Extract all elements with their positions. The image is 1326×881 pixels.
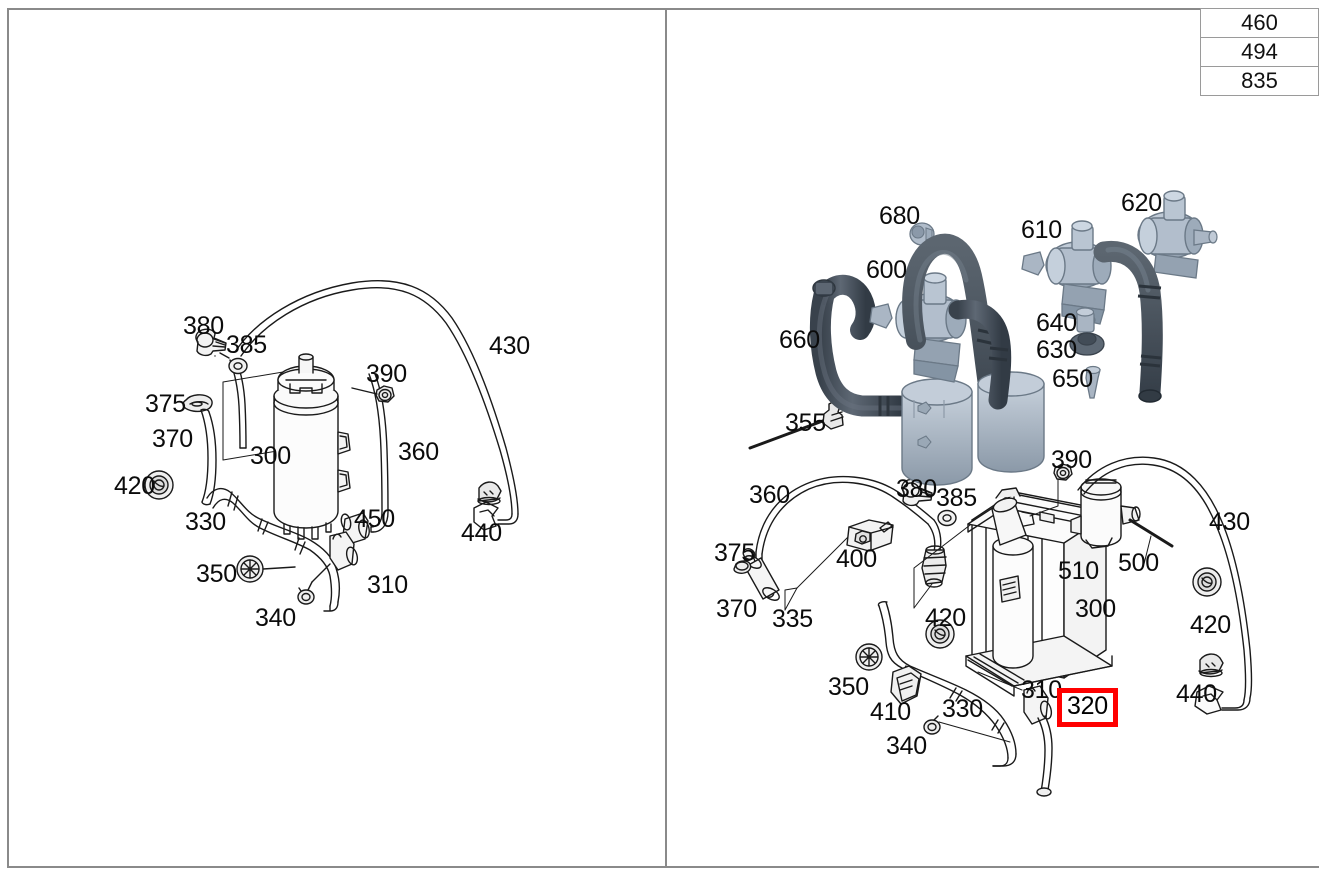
callout-350: 350 — [828, 673, 869, 701]
callout-385: 385 — [226, 331, 267, 359]
callout-610: 610 — [1021, 216, 1062, 244]
callout-440: 440 — [461, 519, 502, 547]
callout-420: 420 — [1190, 611, 1231, 639]
code-row: 835 — [1201, 67, 1318, 96]
callout-360: 360 — [398, 438, 439, 466]
callout-390: 390 — [366, 360, 407, 388]
variant-code-table: 460 494 835 — [1200, 8, 1319, 96]
callout-600: 600 — [866, 256, 907, 284]
callout-380: 380 — [896, 475, 937, 503]
callout-380: 380 — [183, 312, 224, 340]
code-row: 494 — [1201, 38, 1318, 67]
callout-310: 310 — [367, 571, 408, 599]
callout-400: 400 — [836, 545, 877, 573]
code-row: 460 — [1201, 9, 1318, 38]
callout-660: 660 — [779, 326, 820, 354]
callout-450: 450 — [354, 505, 395, 533]
callout-370: 370 — [152, 425, 193, 453]
callout-630: 630 — [1036, 336, 1077, 364]
callout-640: 640 — [1036, 309, 1077, 337]
callout-350: 350 — [196, 560, 237, 588]
callout-370: 370 — [716, 595, 757, 623]
callout-385: 385 — [936, 484, 977, 512]
callout-330: 330 — [185, 508, 226, 536]
callout-390: 390 — [1051, 446, 1092, 474]
callout-650: 650 — [1052, 365, 1093, 393]
callout-335: 335 — [772, 605, 813, 633]
callout-430: 430 — [1209, 508, 1250, 536]
callout-430: 430 — [489, 332, 530, 360]
callout-420: 420 — [114, 472, 155, 500]
callout-330: 330 — [942, 695, 983, 723]
left-variant-diagram-panel — [7, 8, 666, 868]
callout-375: 375 — [145, 390, 186, 418]
callout-410: 410 — [870, 698, 911, 726]
callout-620: 620 — [1121, 189, 1162, 217]
callout-510: 510 — [1058, 557, 1099, 585]
callout-340: 340 — [886, 732, 927, 760]
callout-300: 300 — [1075, 595, 1116, 623]
callout-360: 360 — [749, 481, 790, 509]
callout-310: 310 — [1021, 676, 1062, 704]
callout-500: 500 — [1118, 549, 1159, 577]
callout-355: 355 — [785, 409, 826, 437]
callout-420: 420 — [925, 604, 966, 632]
callout-440: 440 — [1176, 680, 1217, 708]
callout-680: 680 — [879, 202, 920, 230]
callout-340: 340 — [255, 604, 296, 632]
callout-highlighted-320[interactable]: 320 — [1057, 688, 1118, 727]
callout-300: 300 — [250, 442, 291, 470]
right-variant-diagram-panel — [665, 8, 1319, 868]
callout-375: 375 — [714, 539, 755, 567]
